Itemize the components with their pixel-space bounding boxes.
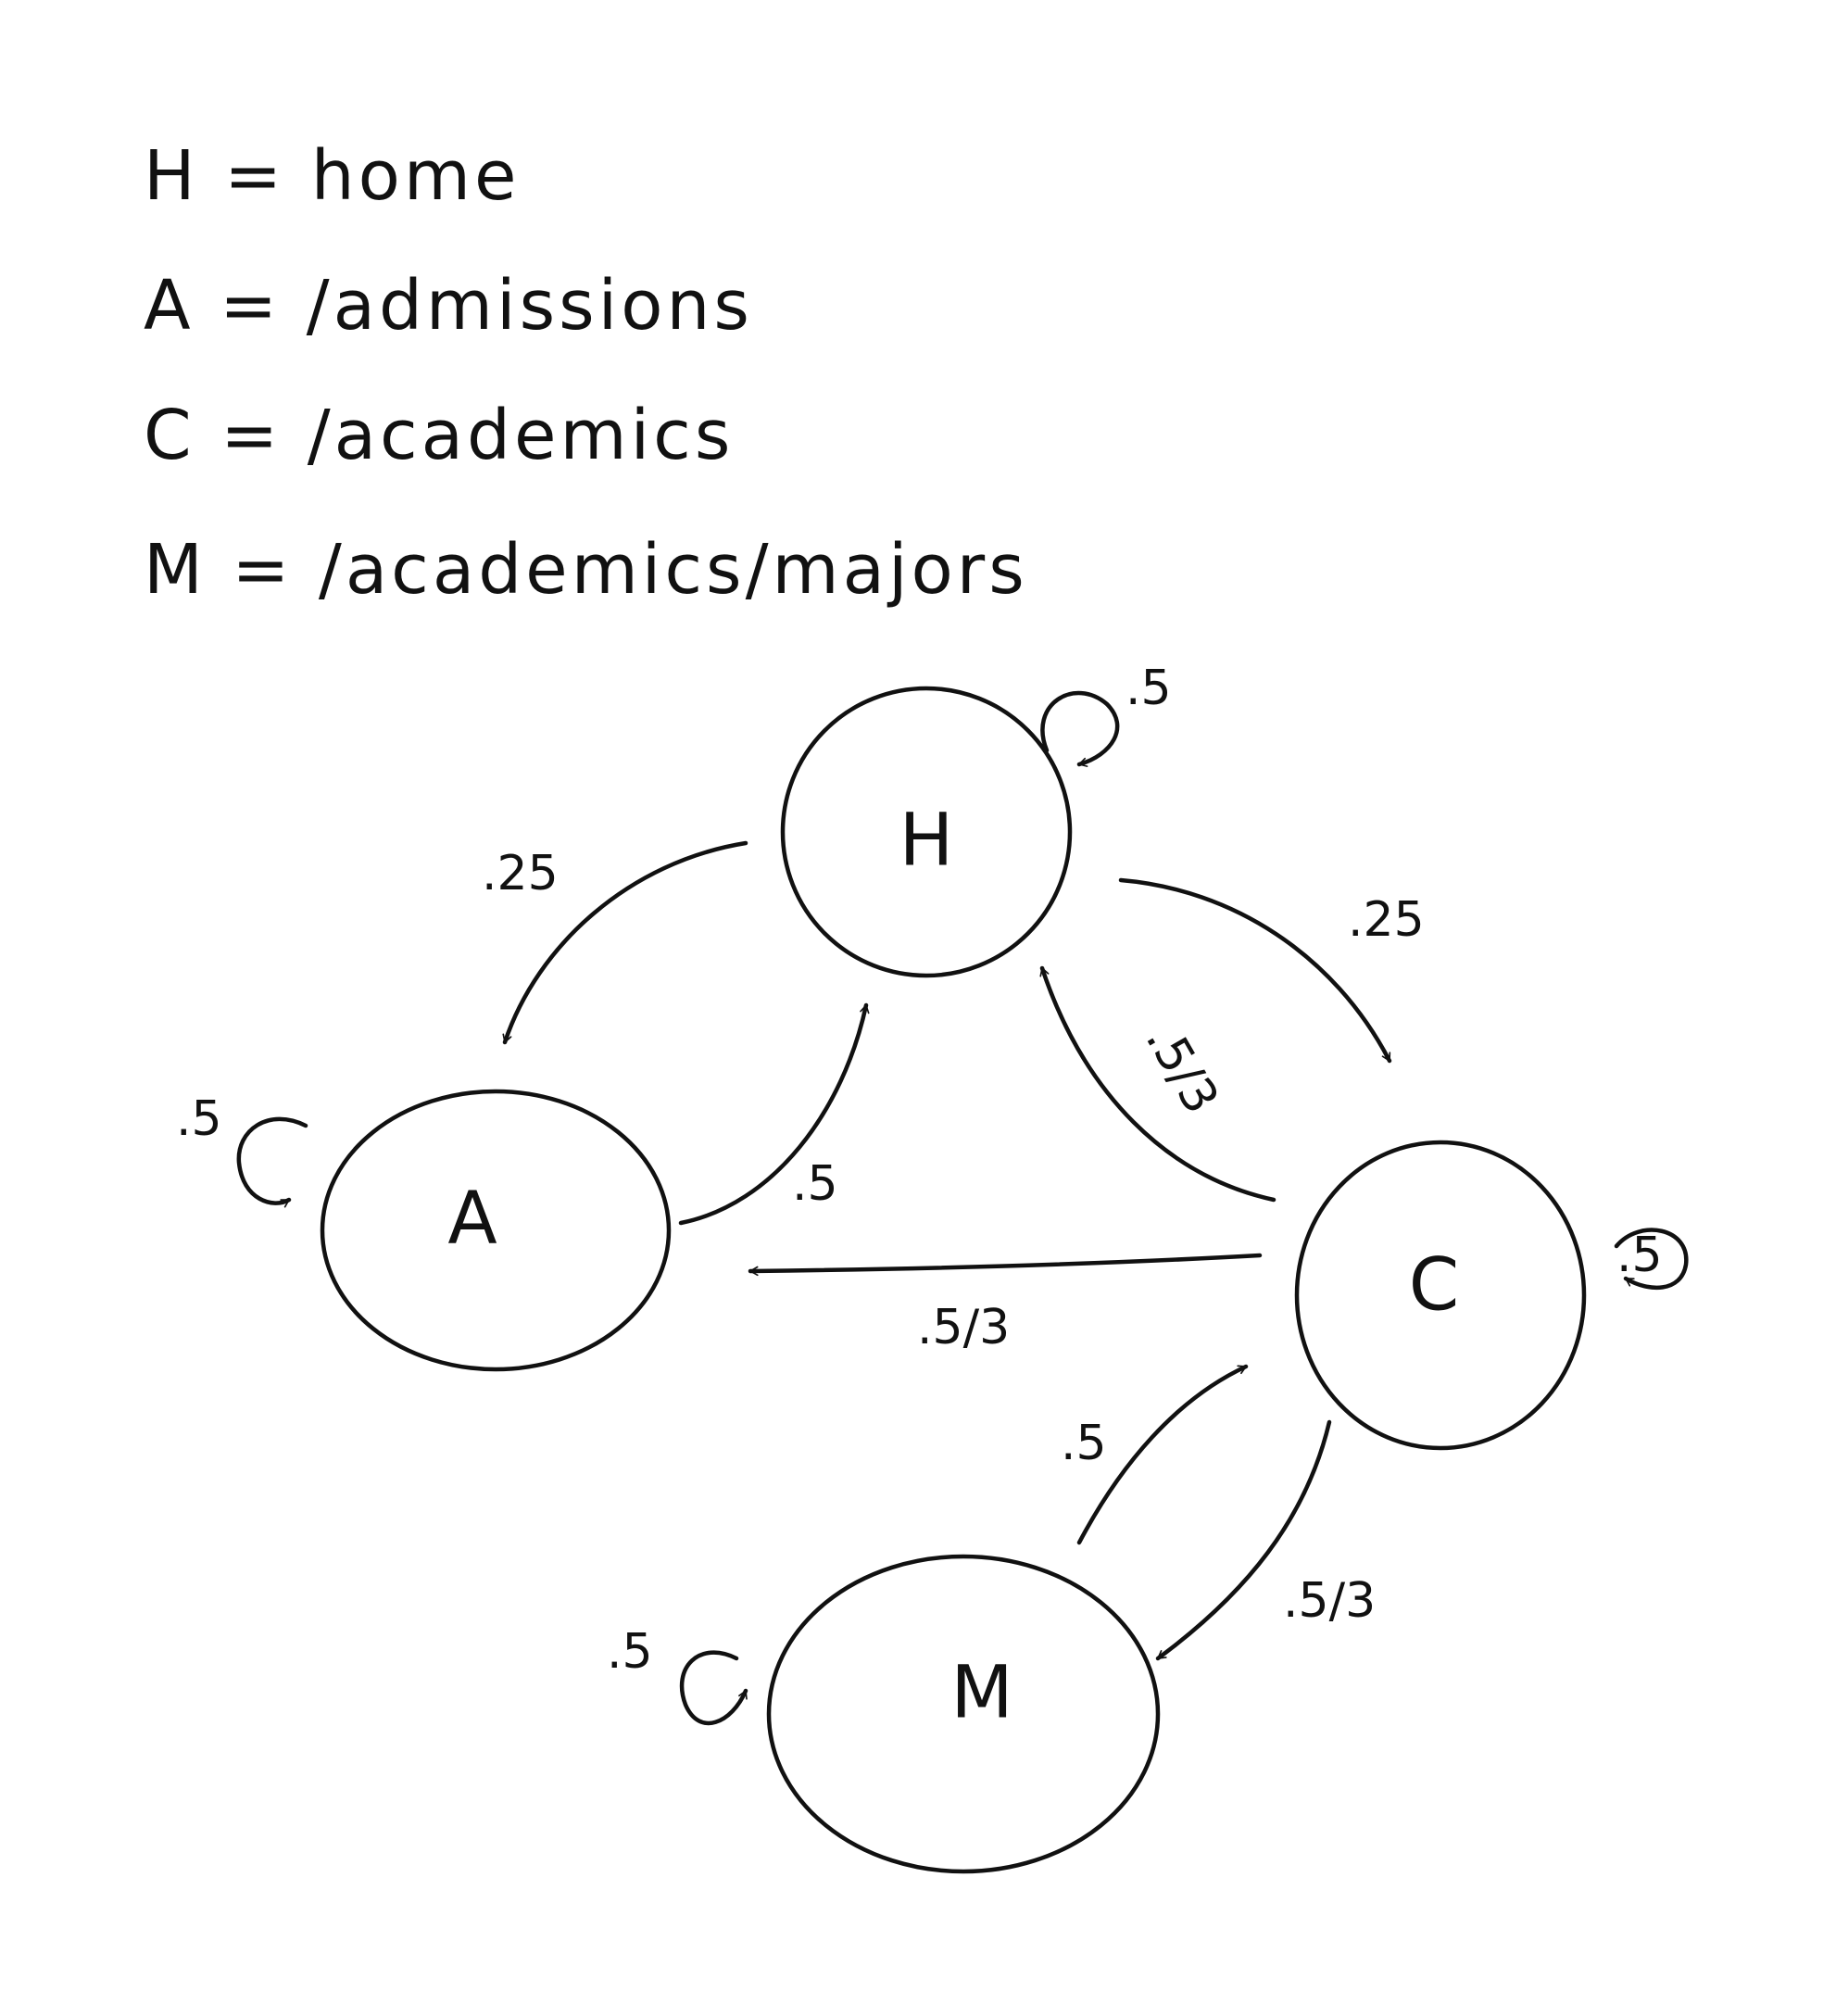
edge-label-h-c: .25 bbox=[1348, 892, 1425, 948]
node-m-circle bbox=[766, 1554, 1161, 1874]
node-a-circle bbox=[320, 1089, 672, 1372]
node-m-label: M bbox=[950, 1651, 1012, 1734]
edge-c-c bbox=[1614, 1228, 1689, 1291]
edge-c-a bbox=[748, 1253, 1263, 1277]
legend-line-majors: M = /academics/majors bbox=[144, 530, 1028, 610]
node-c: C bbox=[1294, 1140, 1587, 1451]
edge-a-h bbox=[678, 1002, 870, 1226]
legend: H = home A = /admissions C = /academics … bbox=[144, 136, 1028, 610]
edge-a-a bbox=[236, 1116, 308, 1208]
edge-label-a-a: .5 bbox=[176, 1091, 222, 1147]
edge-label-c-m: .5/3 bbox=[1283, 1573, 1376, 1629]
node-h-label: H bbox=[899, 799, 954, 882]
edges bbox=[236, 690, 1689, 1726]
node-c-circle bbox=[1294, 1140, 1587, 1451]
edge-m-c bbox=[1076, 1364, 1249, 1545]
node-m: M bbox=[766, 1554, 1161, 1874]
edge-label-a-h: .5 bbox=[792, 1156, 838, 1212]
edge-c-h bbox=[1039, 965, 1276, 1203]
legend-line-academics: C = /academics bbox=[144, 396, 734, 475]
node-a: A bbox=[320, 1089, 672, 1372]
edge-label-h-h: .5 bbox=[1125, 661, 1172, 716]
edge-label-h-a: .25 bbox=[482, 846, 559, 901]
edge-label-c-h: .5/3 bbox=[1135, 1015, 1229, 1124]
node-h-circle bbox=[780, 686, 1073, 978]
edge-h-c bbox=[1118, 877, 1392, 1064]
edge-labels: .5 .25 .25 .5 .5 .5 .5/3 .5/3 .5/3 .5 .5 bbox=[176, 661, 1663, 1680]
edge-c-m bbox=[1155, 1419, 1332, 1661]
legend-line-admissions: A = /admissions bbox=[144, 266, 753, 346]
node-a-label: A bbox=[447, 1177, 497, 1260]
edge-h-h bbox=[1040, 690, 1120, 767]
legend-line-home: H = home bbox=[144, 136, 520, 216]
node-c-label: C bbox=[1409, 1243, 1459, 1327]
edge-m-m bbox=[679, 1650, 748, 1726]
edge-label-c-a: .5/3 bbox=[917, 1300, 1010, 1355]
edge-label-m-m: .5 bbox=[607, 1624, 653, 1680]
edge-label-m-c: .5 bbox=[1061, 1416, 1107, 1471]
edge-label-c-c: .5 bbox=[1616, 1228, 1663, 1283]
edge-h-a bbox=[502, 840, 748, 1045]
node-h: H bbox=[780, 686, 1073, 978]
